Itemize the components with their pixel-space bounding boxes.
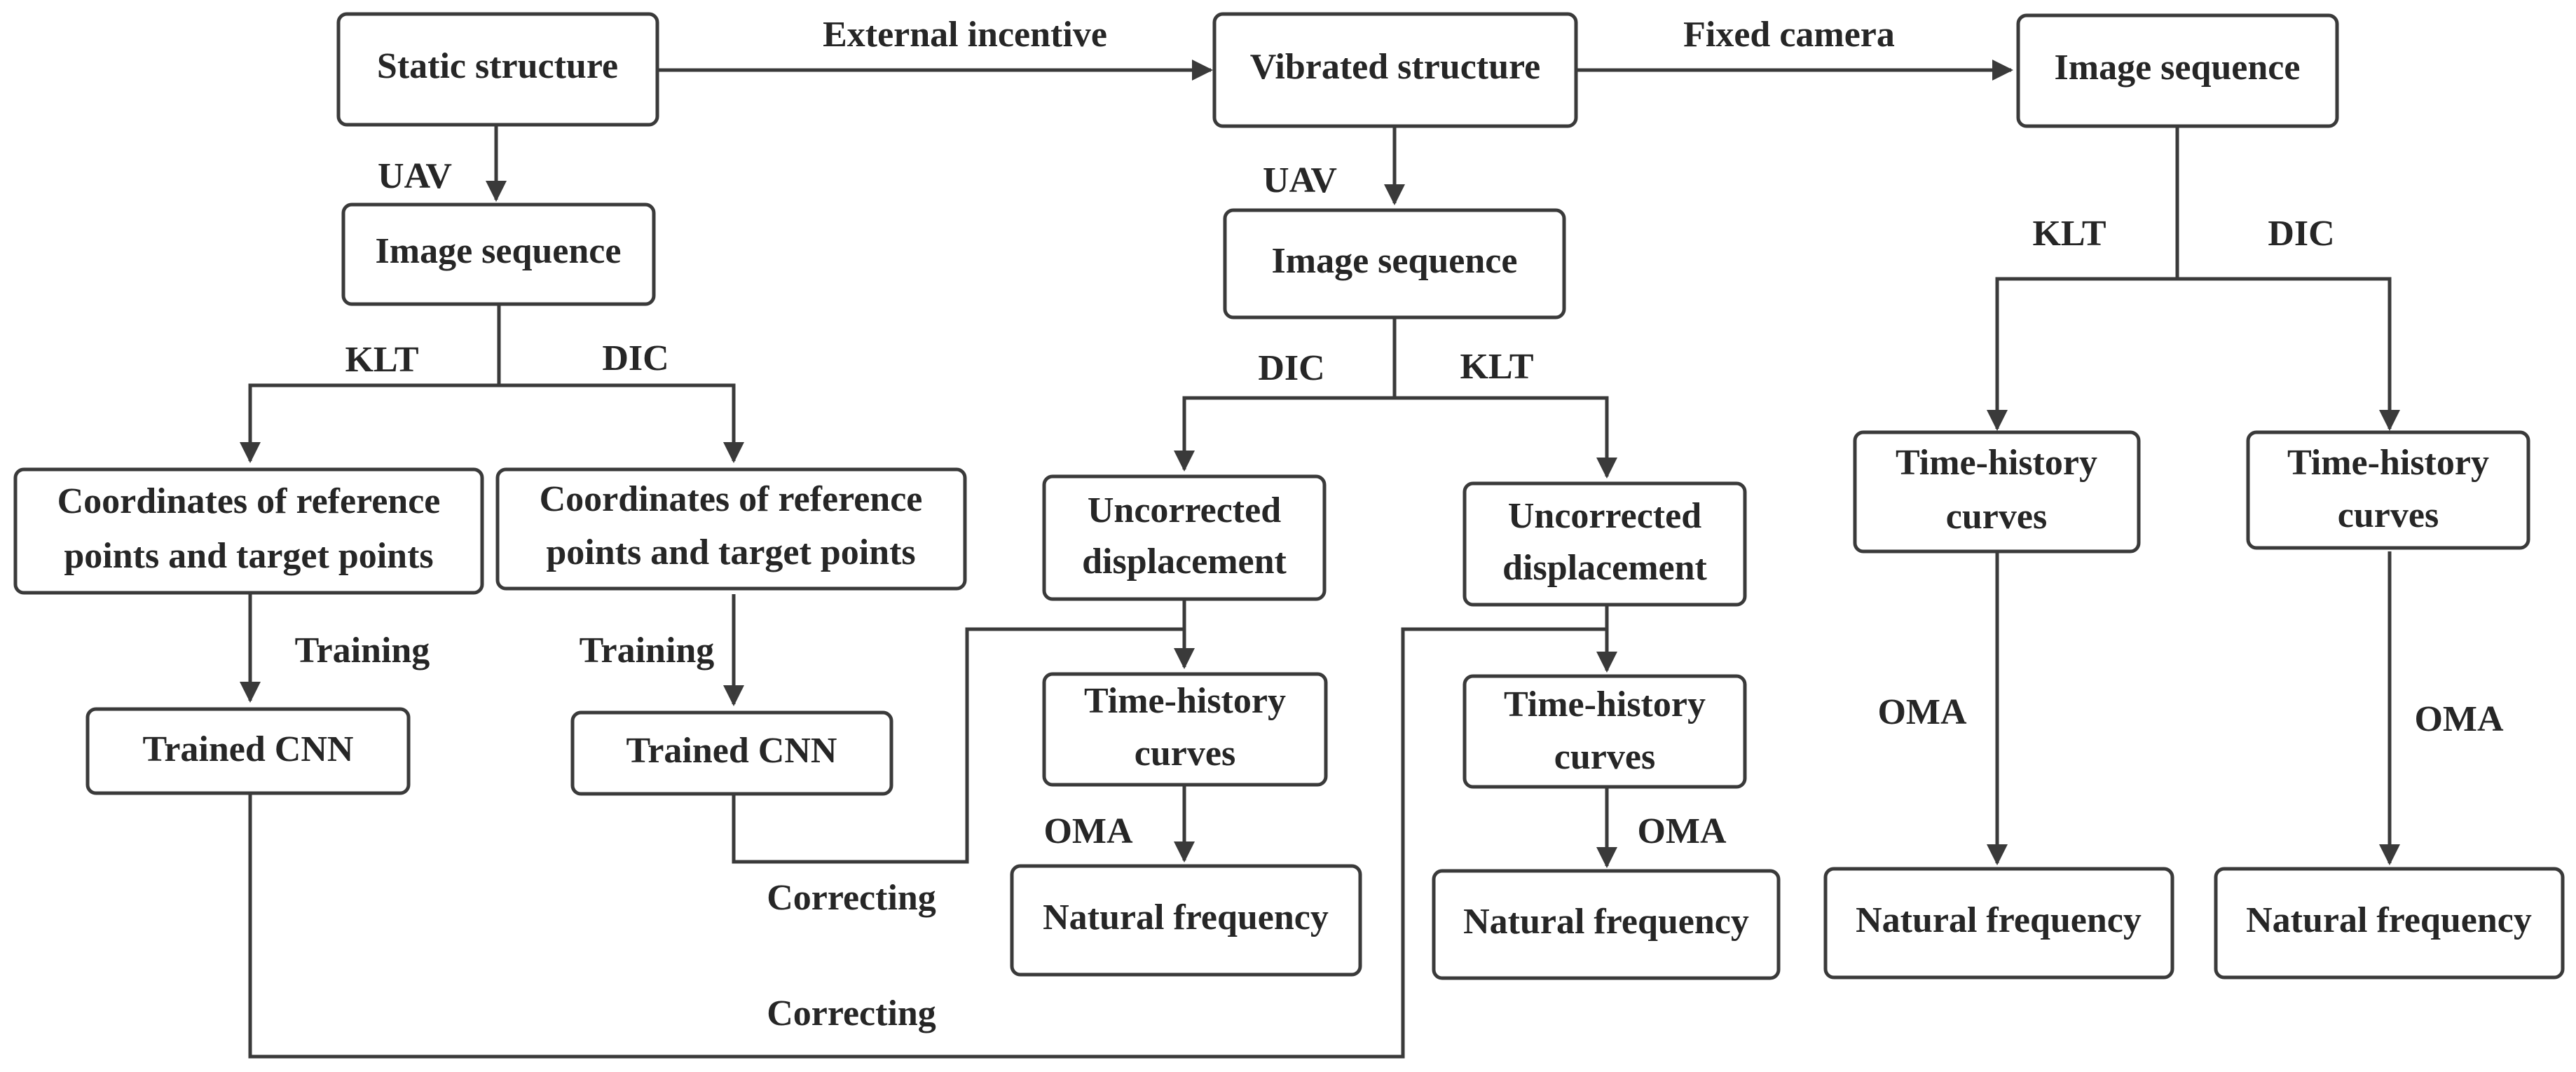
label-uav-left: UAV	[378, 156, 452, 196]
label-training-dic: Training	[580, 631, 715, 671]
node-label-line-2: points and target points	[546, 532, 915, 572]
node-coords-klt: Coordinates of reference points and targ…	[13, 467, 484, 595]
node-natural-frequency-dic: Natural frequency	[1010, 864, 1362, 977]
node-trained-cnn-klt: Trained CNN	[85, 707, 411, 795]
node-natural-frequency-right-klt: Natural frequency	[1823, 867, 2174, 980]
node-label-line-1: Time-history	[1084, 681, 1286, 721]
label-klt-left: KLT	[345, 340, 418, 380]
label-dic-right: DIC	[2268, 214, 2334, 254]
node-label-line-1: Time-history	[2287, 443, 2489, 483]
node-label: Vibrated structure	[1250, 47, 1540, 87]
label-oma-right-dic: OMA	[2414, 699, 2504, 739]
label-external-incentive: External incentive	[823, 15, 1107, 55]
node-label: Trained CNN	[143, 729, 354, 769]
node-image-sequence-right: Image sequence	[2016, 13, 2339, 128]
edge-image-mid-to-uncorrected-dic	[1174, 317, 1397, 472]
node-time-history-right-dic: Time-history curves	[2246, 430, 2530, 550]
label-oma-klt: OMA	[1637, 811, 1727, 851]
node-label-line-1: Time-history	[1896, 443, 2097, 483]
node-label-line-2: displacement	[1502, 548, 1707, 588]
node-label-line-1: Uncorrected	[1508, 496, 1701, 536]
edge-labels: External incentive Fixed camera UAV UAV …	[295, 15, 2504, 1033]
node-uncorrected-displacement-klt: Uncorrected displacement	[1462, 481, 1747, 607]
node-image-sequence-left: Image sequence	[341, 202, 656, 306]
label-fixed-camera: Fixed camera	[1683, 15, 1895, 55]
nodes: Static structure Image sequence Coordina…	[13, 12, 2565, 980]
node-label: Image sequence	[2055, 48, 2301, 88]
edge-image-right-split	[1987, 126, 2179, 431]
node-trained-cnn-dic: Trained CNN	[570, 710, 893, 796]
node-label: Natural frequency	[2246, 900, 2532, 940]
node-image-sequence-mid: Image sequence	[1223, 208, 1566, 319]
node-label: Image sequence	[376, 231, 622, 271]
node-label-line-1: Coordinates of reference	[540, 479, 923, 519]
node-label: Image sequence	[1272, 241, 1518, 281]
label-oma-right-klt: OMA	[1877, 692, 1967, 732]
node-label-line-2: curves	[1135, 734, 1235, 774]
node-time-history-dic: Time-history curves	[1042, 672, 1328, 787]
node-time-history-klt: Time-history curves	[1462, 674, 1747, 789]
node-label-line-1: Uncorrected	[1088, 490, 1281, 530]
label-klt-right: KLT	[2032, 214, 2106, 254]
node-vibrated-structure: Vibrated structure	[1212, 12, 1578, 128]
node-static-structure: Static structure	[336, 12, 659, 127]
node-label-line-2: points and target points	[64, 536, 433, 576]
label-training-klt: Training	[295, 631, 430, 671]
node-label: Static structure	[377, 46, 618, 86]
node-natural-frequency-right-dic: Natural frequency	[2214, 867, 2565, 980]
edge-correcting-dic	[732, 627, 1184, 864]
label-correcting-klt: Correcting	[767, 994, 936, 1033]
node-label-line-1: Coordinates of reference	[57, 481, 441, 521]
node-label-line-2: curves	[1946, 497, 2047, 537]
label-oma-dic: OMA	[1043, 811, 1133, 851]
label-uav-mid: UAV	[1263, 160, 1337, 200]
node-label: Natural frequency	[1043, 898, 1329, 937]
node-natural-frequency-klt: Natural frequency	[1432, 869, 1781, 980]
label-dic-left: DIC	[602, 338, 669, 378]
node-label-line-2: displacement	[1082, 542, 1287, 582]
node-label: Natural frequency	[1856, 900, 2142, 940]
node-uncorrected-displacement-dic: Uncorrected displacement	[1042, 474, 1327, 601]
label-dic-mid: DIC	[1258, 348, 1324, 388]
edge-image-mid-to-uncorrected-klt	[1395, 396, 1617, 479]
node-label: Trained CNN	[626, 731, 837, 771]
node-label: Natural frequency	[1463, 902, 1749, 942]
edge-image-left-to-coords-dic	[499, 383, 744, 463]
edge-image-left-split	[240, 305, 501, 463]
node-label-line-2: curves	[1554, 737, 1655, 777]
edges	[240, 60, 2400, 1059]
label-correcting-dic: Correcting	[767, 878, 936, 918]
node-coords-dic: Coordinates of reference points and targ…	[495, 467, 967, 591]
node-label-line-2: curves	[2338, 495, 2439, 535]
node-time-history-right-klt: Time-history curves	[1853, 430, 2141, 554]
edge-image-right-to-time-history-dic	[2177, 277, 2400, 431]
edge-correcting-klt	[248, 627, 1607, 1059]
label-klt-mid: KLT	[1460, 347, 1533, 387]
node-label-line-1: Time-history	[1504, 685, 1706, 724]
